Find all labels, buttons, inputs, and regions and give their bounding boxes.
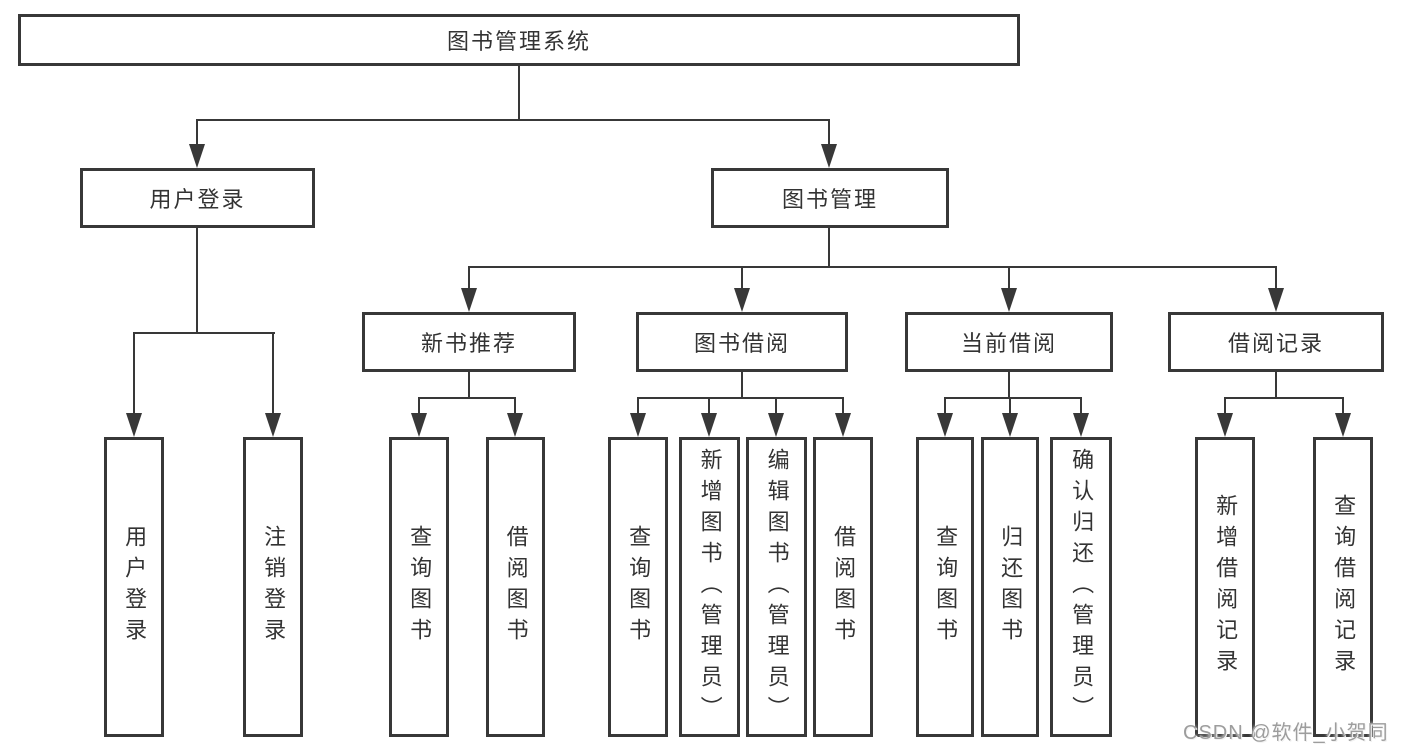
arrow-down-icon: [1217, 413, 1233, 437]
leaf-query-books-borrowing: 查询图书: [608, 437, 668, 737]
connector-recommendation-stub: [468, 372, 470, 398]
arrow-down-icon: [1002, 413, 1018, 437]
leaf-label: 查询图书: [407, 525, 433, 649]
arrow-down-icon: [1073, 413, 1089, 437]
leaf-label: 新增图书（管理员）: [697, 447, 723, 727]
arrow-down-icon: [189, 144, 205, 168]
connector-current-branch: [944, 397, 1082, 399]
leaf-borrow-books-borrowing: 借阅图书: [813, 437, 873, 737]
leaf-query-borrow-record: 查询借阅记录: [1313, 437, 1373, 737]
leaf-add-book-admin: 新增图书（管理员）: [679, 437, 740, 737]
leaf-query-books-recommend: 查询图书: [389, 437, 449, 737]
arrow-down-icon: [411, 413, 427, 437]
connector-borrowing-stub: [741, 372, 743, 398]
connector-to-current-borrowing: [1008, 266, 1010, 290]
leaf-label: 借阅图书: [503, 525, 529, 649]
node-book-borrowing: 图书借阅: [636, 312, 848, 372]
leaf-label: 查询图书: [933, 525, 959, 649]
arrow-down-icon: [1335, 413, 1351, 437]
leaf-add-borrow-record: 新增借阅记录: [1195, 437, 1255, 737]
connector-leaf-line: [708, 397, 710, 414]
connector-leaf-line: [637, 397, 639, 414]
arrow-down-icon: [1001, 288, 1017, 312]
arrow-down-icon: [821, 144, 837, 168]
leaf-label: 新增借阅记录: [1213, 494, 1239, 680]
leaf-label: 查询图书: [626, 525, 652, 649]
leaf-label: 编辑图书（管理员）: [764, 447, 790, 727]
leaf-return-books: 归还图书: [981, 437, 1039, 737]
connector-leaf-line: [514, 397, 516, 414]
leaf-user-login: 用户登录: [104, 437, 164, 737]
connector-to-user-login-leaf: [133, 332, 135, 414]
connector-level1-branch: [196, 119, 830, 121]
connector-root-stub: [518, 66, 520, 120]
connector-borrowing-branch: [637, 397, 844, 399]
connector-leaf-line: [418, 397, 420, 414]
connector-level3-branch: [468, 266, 1277, 268]
leaf-label: 用户登录: [122, 525, 148, 649]
leaf-edit-book-admin: 编辑图书（管理员）: [746, 437, 807, 737]
leaf-label: 归还图书: [998, 525, 1024, 649]
node-borrowing-records: 借阅记录: [1168, 312, 1384, 372]
arrow-down-icon: [1268, 288, 1284, 312]
connector-user-login-stub: [196, 228, 198, 334]
connector-leaf-line: [1342, 397, 1344, 414]
connector-leaf-line: [1224, 397, 1226, 414]
csdn-watermark: CSDN @软件_小贺同学: [1183, 722, 1389, 744]
connector-to-user-login: [196, 119, 198, 147]
leaf-logout: 注销登录: [243, 437, 303, 737]
connector-current-stub: [1008, 372, 1010, 398]
node-library-management-system: 图书管理系统: [18, 14, 1020, 66]
arrow-down-icon: [768, 413, 784, 437]
leaf-query-books-current: 查询图书: [916, 437, 974, 737]
arrow-down-icon: [461, 288, 477, 312]
connector-records-stub: [1275, 372, 1277, 398]
node-user-login: 用户登录: [80, 168, 315, 228]
connector-to-borrowing-records: [1275, 266, 1277, 290]
connector-records-branch: [1224, 397, 1344, 399]
connector-recommendation-branch: [418, 397, 516, 399]
node-new-book-recommendation: 新书推荐: [362, 312, 576, 372]
connector-book-management-stub: [828, 228, 830, 268]
arrow-down-icon: [630, 413, 646, 437]
connector-to-book-borrowing: [741, 266, 743, 290]
arrow-down-icon: [507, 413, 523, 437]
leaf-borrow-books-recommend: 借阅图书: [486, 437, 545, 737]
connector-to-logout-leaf: [272, 332, 274, 414]
arrow-down-icon: [701, 413, 717, 437]
leaf-confirm-return-admin: 确认归还（管理员）: [1050, 437, 1112, 737]
connector-leaf-line: [1009, 397, 1011, 414]
arrow-down-icon: [126, 413, 142, 437]
leaf-label: 借阅图书: [831, 525, 857, 649]
connector-leaf-line: [775, 397, 777, 414]
leaf-label: 确认归还（管理员）: [1069, 447, 1095, 727]
arrow-down-icon: [265, 413, 281, 437]
node-book-management: 图书管理: [711, 168, 949, 228]
connector-leaf-line: [1080, 397, 1082, 414]
connector-to-book-management: [828, 119, 830, 147]
connector-to-new-book-recommendation: [468, 266, 470, 290]
arrow-down-icon: [734, 288, 750, 312]
leaf-label: 查询借阅记录: [1331, 494, 1357, 680]
connector-user-login-branch: [133, 332, 275, 334]
arrow-down-icon: [835, 413, 851, 437]
leaf-label: 注销登录: [261, 525, 287, 649]
arrow-down-icon: [937, 413, 953, 437]
connector-leaf-line: [842, 397, 844, 414]
node-current-borrowing: 当前借阅: [905, 312, 1113, 372]
connector-leaf-line: [944, 397, 946, 414]
